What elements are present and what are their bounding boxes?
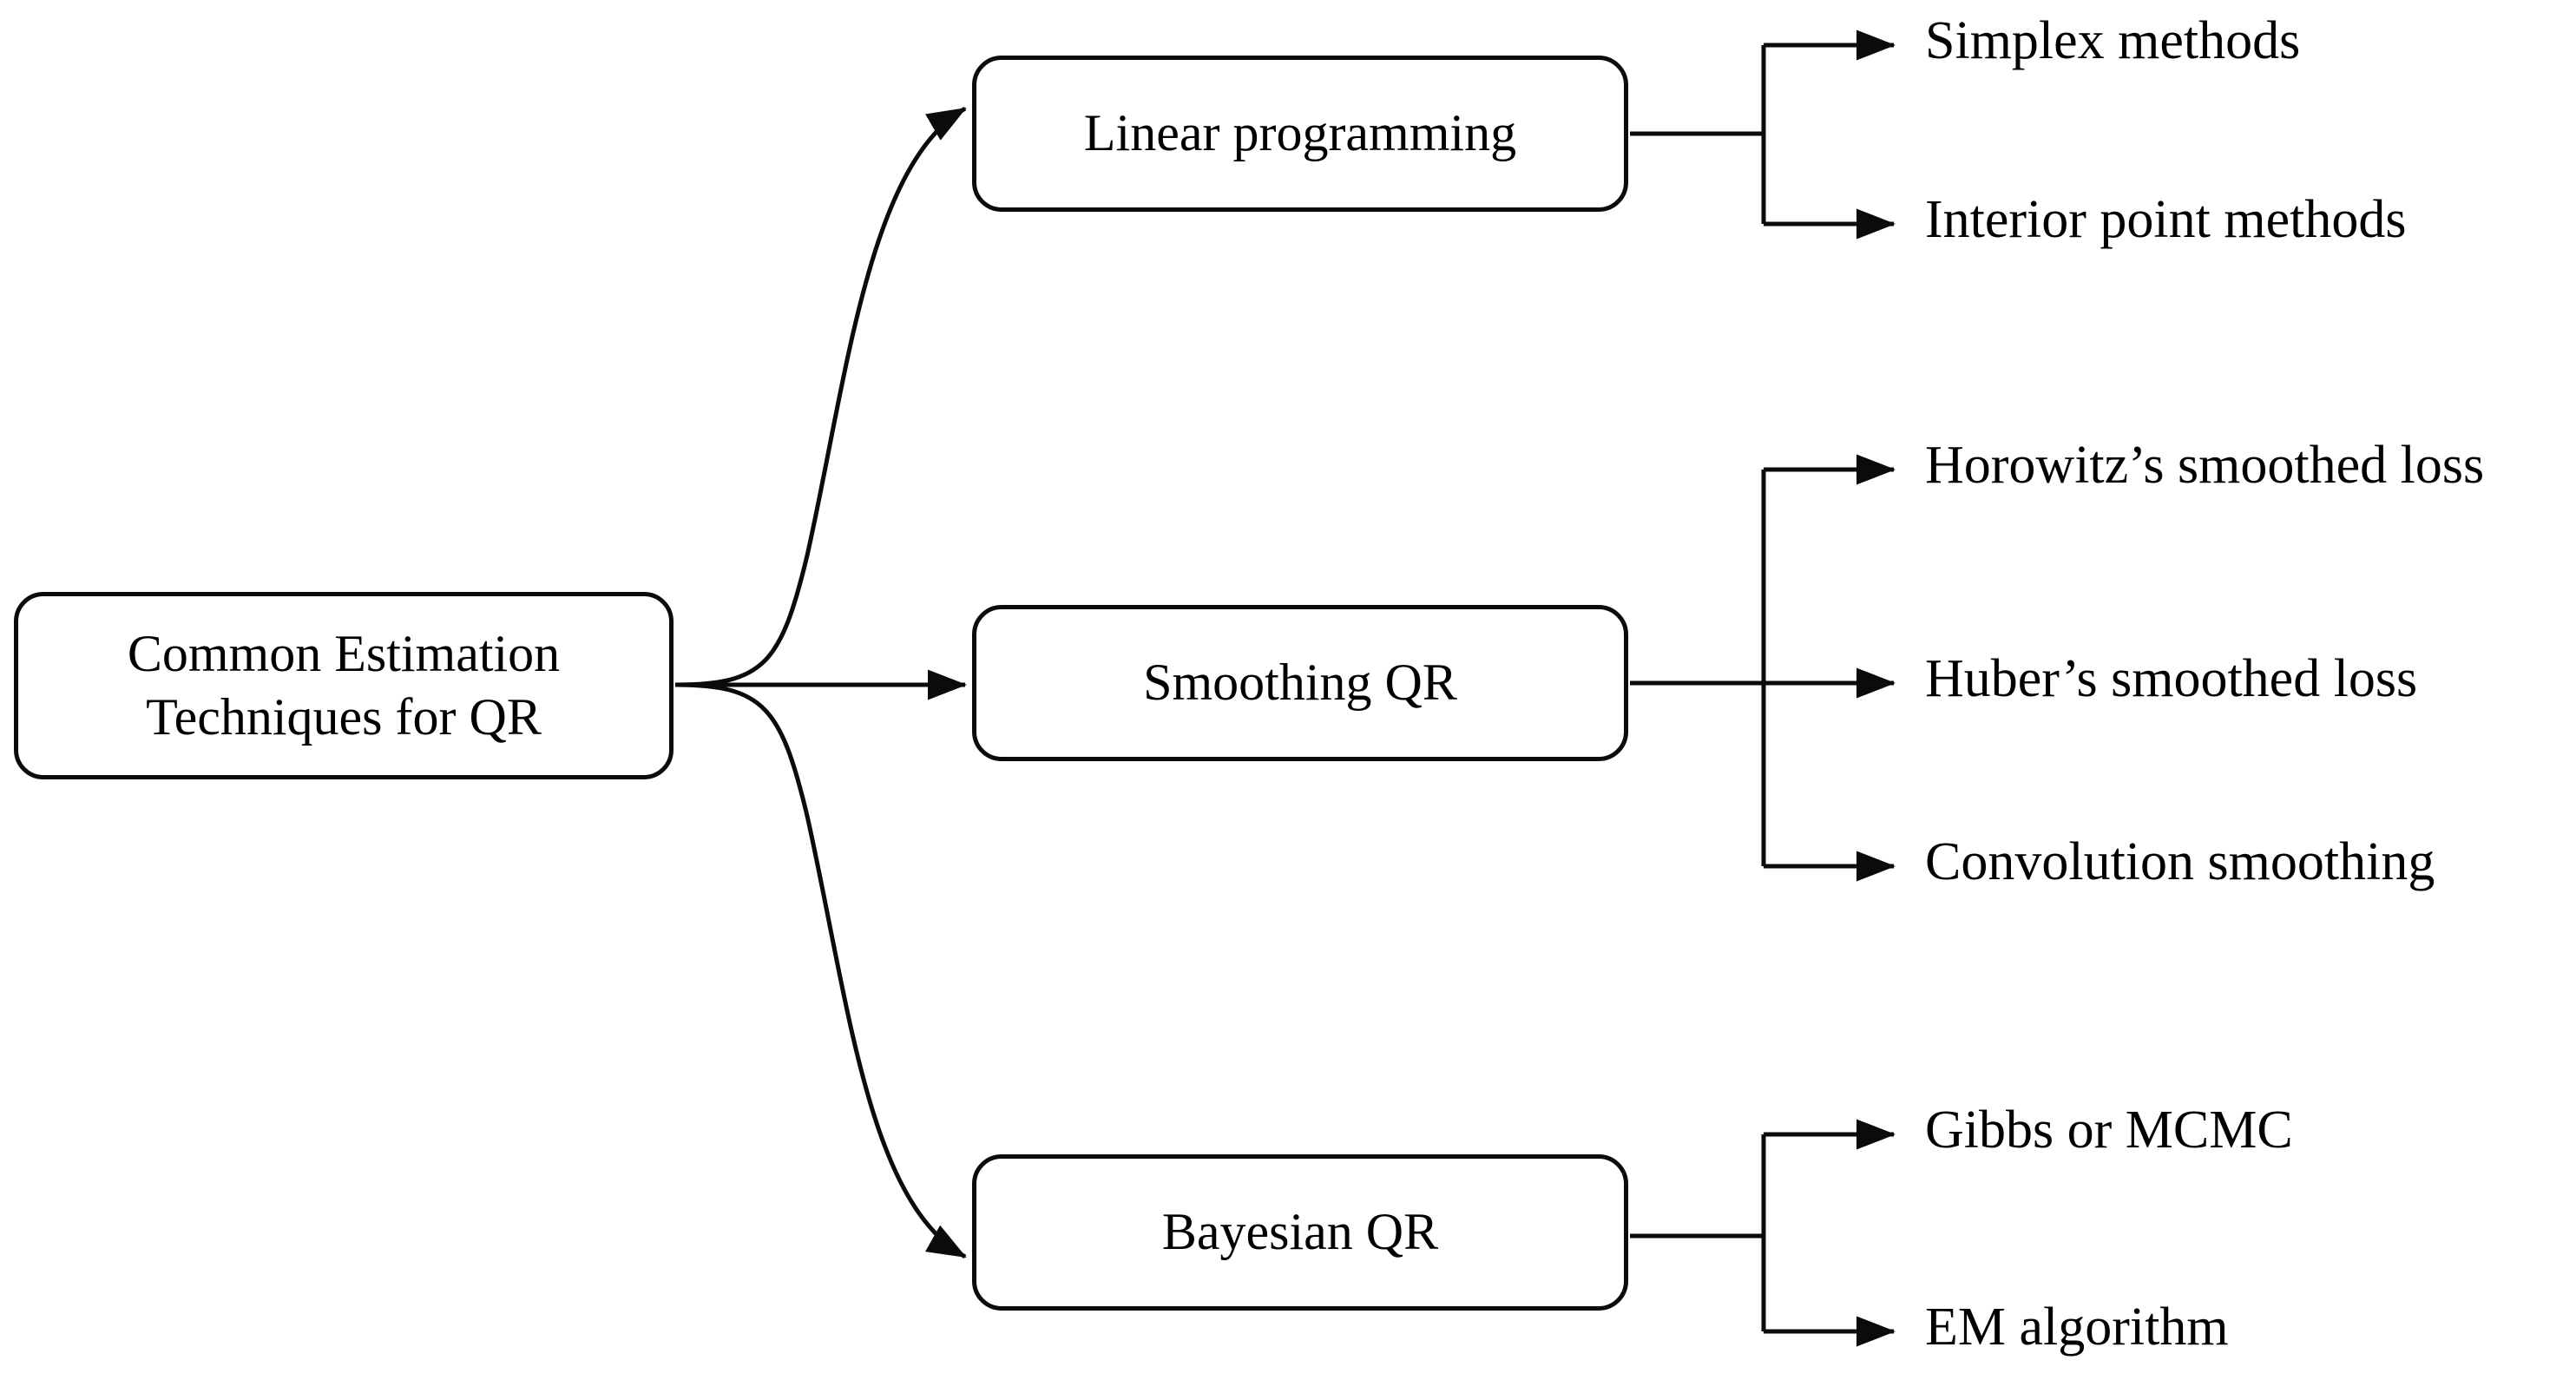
leaf-huber-smoothed-loss[interactable]: Huber’s smoothed loss bbox=[1925, 649, 2418, 708]
node-root[interactable]: Common Estimation Techniques for QR bbox=[14, 592, 674, 779]
node-root-label-line2: Techniques for QR bbox=[146, 688, 542, 746]
node-smoothing-qr[interactable]: Smoothing QR bbox=[972, 605, 1628, 761]
node-smoothing-qr-label: Smoothing QR bbox=[1143, 654, 1457, 712]
node-root-label-line1: Common Estimation bbox=[127, 624, 561, 682]
leaf-convolution-smoothing[interactable]: Convolution smoothing bbox=[1925, 832, 2435, 891]
node-linear-programming[interactable]: Linear programming bbox=[972, 56, 1628, 212]
connector-root-to-bayesian-qr bbox=[674, 682, 967, 1259]
leaf-gibbs-or-mcmc[interactable]: Gibbs or MCMC bbox=[1925, 1101, 2293, 1160]
node-bayesian-qr-label: Bayesian QR bbox=[1161, 1203, 1439, 1261]
node-bayesian-qr[interactable]: Bayesian QR bbox=[972, 1154, 1628, 1311]
leaf-horowitz-smoothed-loss[interactable]: Horowitz’s smoothed loss bbox=[1925, 436, 2485, 495]
node-root-label: Common Estimation Techniques for QR bbox=[32, 622, 655, 749]
node-linear-programming-label: Linear programming bbox=[1083, 104, 1517, 162]
leaf-em-algorithm[interactable]: EM algorithm bbox=[1925, 1298, 2229, 1357]
leaf-simplex-methods[interactable]: Simplex methods bbox=[1925, 11, 2301, 70]
connector-root-to-linear-programming bbox=[674, 106, 967, 687]
leaf-interior-point-methods[interactable]: Interior point methods bbox=[1925, 190, 2407, 249]
